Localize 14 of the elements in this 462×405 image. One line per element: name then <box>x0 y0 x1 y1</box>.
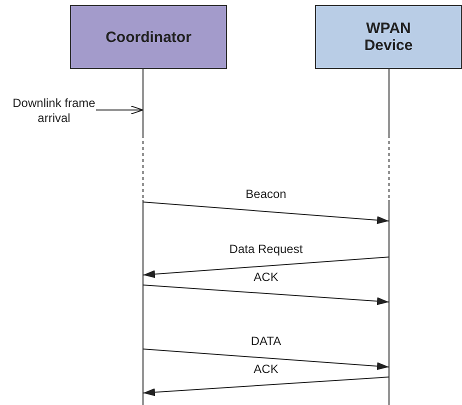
message-label: DATA <box>248 334 284 348</box>
message-arrow <box>142 202 390 224</box>
message-arrow <box>142 256 390 278</box>
message-label: Beacon <box>244 187 288 201</box>
message-arrow <box>142 376 390 396</box>
participant-box: Coordinator <box>70 5 227 69</box>
message-arrow <box>142 284 390 306</box>
message-label: ACK <box>252 270 280 284</box>
message-arrow <box>142 348 390 370</box>
participant-box: WPAN Device <box>315 5 462 69</box>
message-label: Data Request <box>227 242 305 256</box>
message-label: ACK <box>252 362 280 376</box>
event-label: Downlink frame arrival <box>12 96 96 126</box>
leader-arrow <box>96 106 144 114</box>
